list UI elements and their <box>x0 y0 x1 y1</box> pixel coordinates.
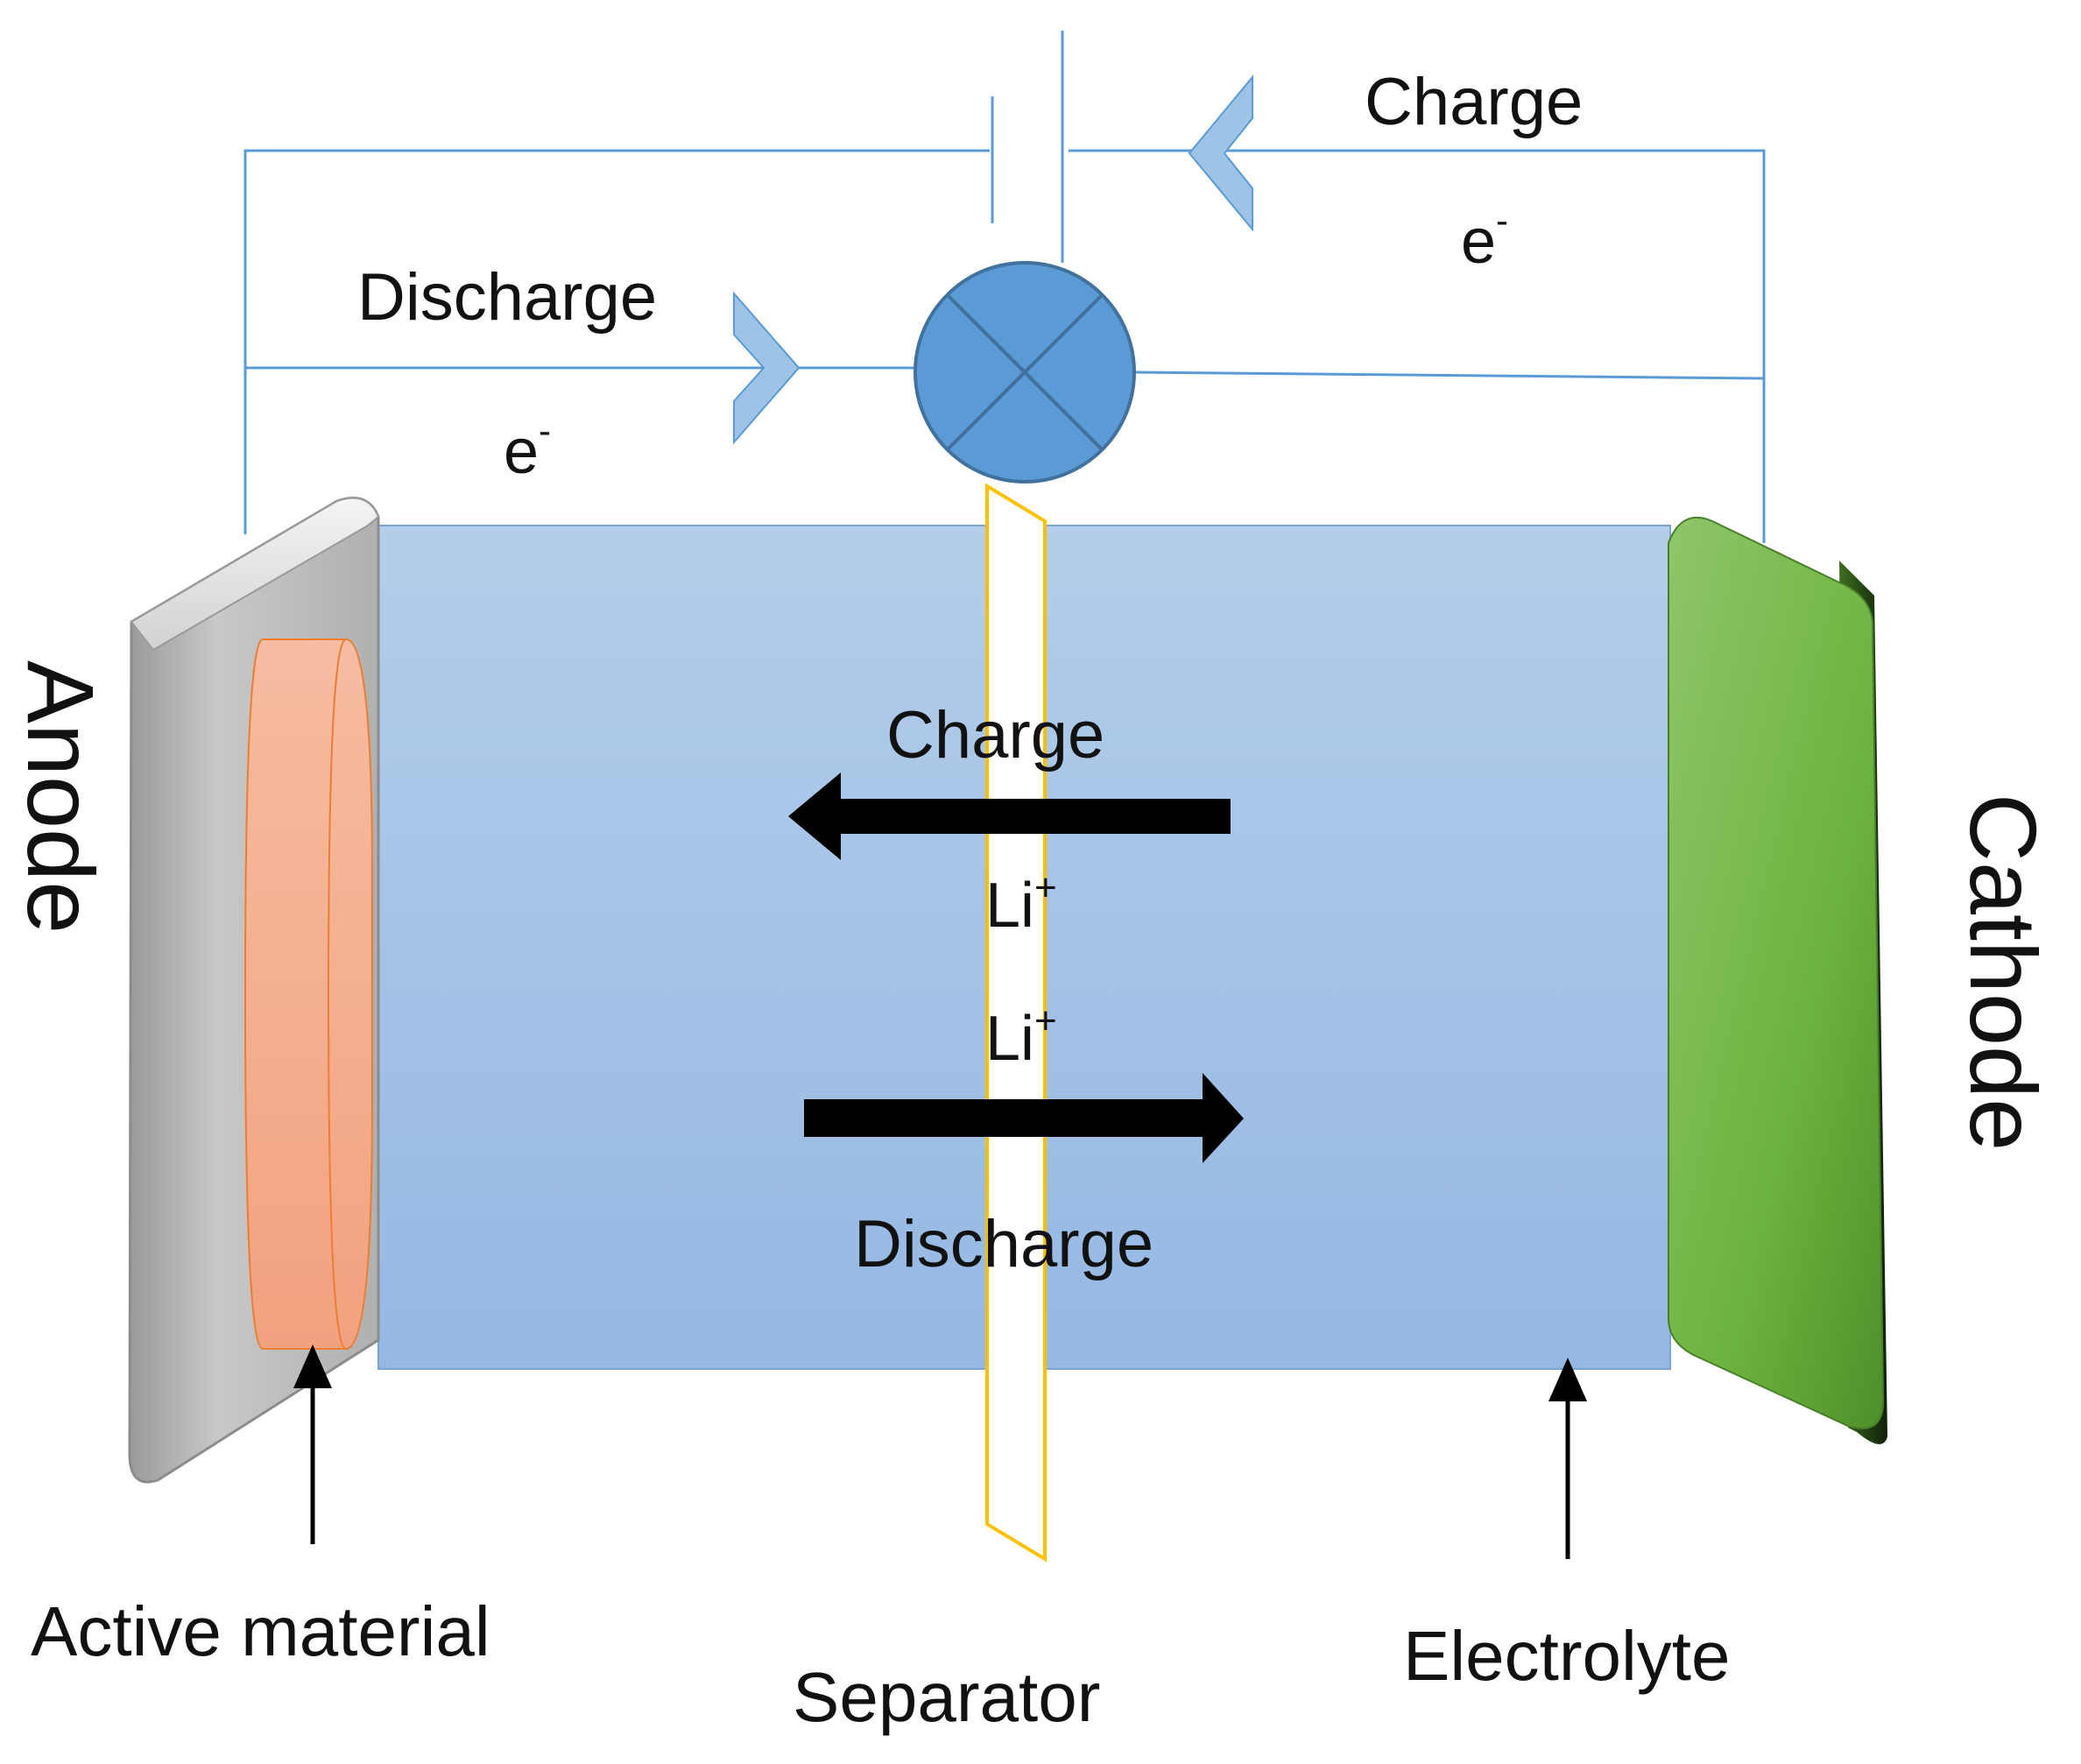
li-upper-text: Li <box>985 871 1034 941</box>
charge-chevron-icon <box>1188 74 1253 232</box>
charge-wire <box>243 149 990 534</box>
charge-label-top: Charge <box>1365 65 1583 139</box>
li-lower-sup: + <box>1034 999 1057 1042</box>
anode-label: Anode <box>8 660 114 934</box>
electron-top-sup: - <box>1496 200 1508 241</box>
electron-label-top: e- <box>1461 200 1508 277</box>
electron-left-sup: - <box>539 410 551 451</box>
circuit-wires <box>243 31 1766 543</box>
li-lower-text: Li <box>985 1004 1034 1074</box>
electron-label-left: e- <box>504 410 551 487</box>
discharge-chevron-icon <box>733 291 801 445</box>
separator-label: Separator <box>793 1658 1100 1736</box>
cathode-label: Cathode <box>1950 794 2056 1151</box>
discharge-label-top: Discharge <box>357 260 657 335</box>
charge-ion-arrow <box>788 773 1231 860</box>
charge-wire-right <box>1069 149 1766 543</box>
discharge-wire-right <box>1133 370 1765 380</box>
electron-left-text: e <box>504 417 539 487</box>
separator-membrane <box>985 483 1047 1563</box>
active-material-disc <box>243 639 373 1350</box>
li-ion-upper: Li+ <box>985 866 1057 941</box>
electrolyte-label: Electrolyte <box>1403 1617 1730 1695</box>
li-ion-lower: Li+ <box>985 999 1057 1074</box>
li-upper-sup: + <box>1034 866 1057 909</box>
discharge-ion-arrow <box>804 1073 1244 1163</box>
active-material-label: Active material <box>31 1592 490 1670</box>
electrolyte-pointer <box>1548 1358 1587 1559</box>
electron-top-text: e <box>1461 207 1496 277</box>
discharge-label-mid: Discharge <box>854 1207 1153 1281</box>
cathode-plate <box>1668 517 1887 1444</box>
active-material-pointer <box>293 1344 332 1544</box>
charge-label-mid: Charge <box>886 698 1104 773</box>
lamp-icon <box>914 261 1136 483</box>
